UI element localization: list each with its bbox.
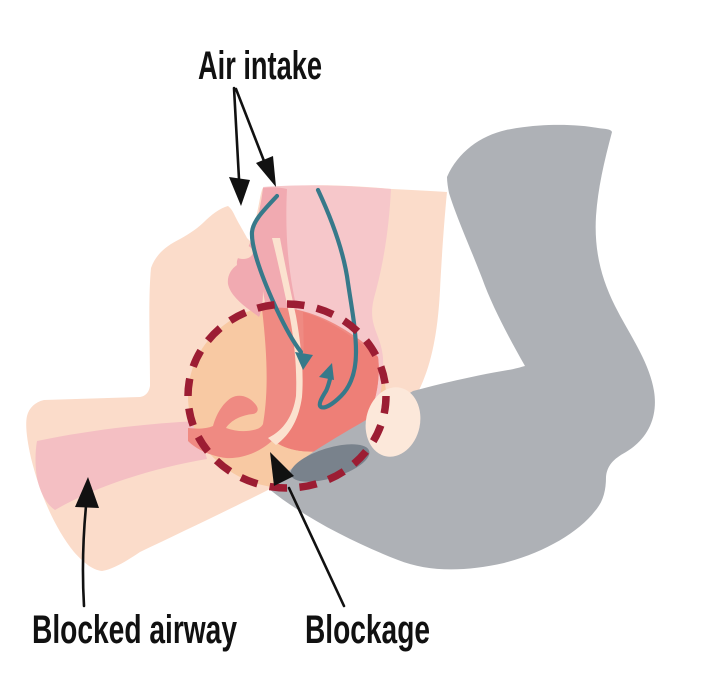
jaw-shadow	[290, 444, 370, 482]
airflow-arrowhead-up	[319, 363, 334, 380]
blocked-airway-arrowhead	[75, 477, 99, 508]
air-intake-label: Air intake	[198, 44, 322, 88]
airflow-line-back	[315, 187, 359, 410]
highlight-ring	[184, 300, 390, 492]
chin-highlight	[365, 387, 421, 457]
blockage-mass-deep-lobe	[274, 312, 379, 452]
air-intake-arrowhead-1	[229, 177, 250, 206]
air-intake-arrowhead-2	[256, 156, 276, 187]
blocked-airway-label: Blocked airway	[32, 608, 238, 652]
blockage-arrowhead	[270, 452, 294, 486]
blockage-arrow-line	[287, 486, 346, 608]
lip-bump	[233, 245, 253, 259]
airflow-line-front	[249, 193, 304, 355]
blocked-airway-arrow-line	[81, 504, 88, 608]
blockage-label: Blockage	[305, 608, 430, 652]
air-intake-arrow-line-2	[234, 87, 266, 163]
blocked-airway-band	[35, 421, 207, 510]
air-intake-arrow-line-1	[232, 86, 241, 181]
airflow-arrowhead-down	[295, 352, 313, 370]
